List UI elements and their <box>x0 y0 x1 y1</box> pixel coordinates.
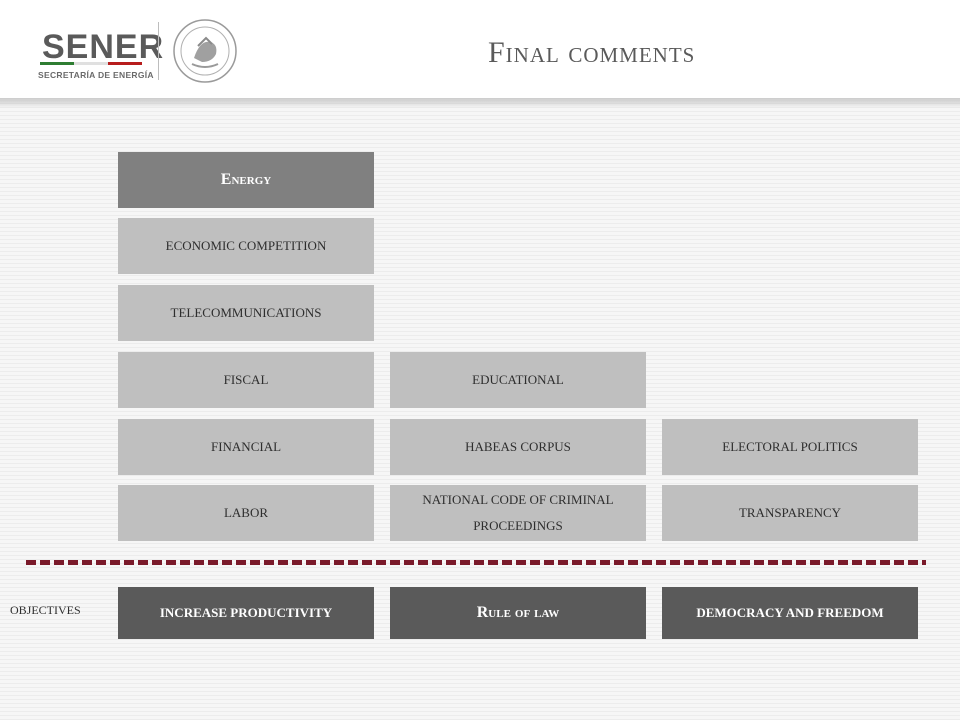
objective-rule-of-law: Rule of law <box>390 587 646 639</box>
box-national-code: NATIONAL CODE OF CRIMINAL PROCEEDINGS <box>390 485 646 541</box>
mexico-seal-icon <box>173 19 237 83</box>
objectives-label: OBJECTIVES <box>10 603 81 617</box>
box-habeas-corpus: HABEAS CORPUS <box>390 419 646 475</box>
objective-increase-productivity: INCREASE PRODUCTIVITY <box>118 587 374 639</box>
box-telecommunications: TELECOMMUNICATIONS <box>118 285 374 341</box>
box-labor: LABOR <box>118 485 374 541</box>
box-financial: FINANCIAL <box>118 419 374 475</box>
box-energy: Energy <box>118 152 374 208</box>
box-transparency: TRANSPARENCY <box>662 485 918 541</box>
logo-subtitle: SECRETARÍA DE ENERGÍA <box>38 70 154 80</box>
box-economic-competition: ECONOMIC COMPETITION <box>118 218 374 274</box>
logo-divider <box>158 22 159 80</box>
page-title: Final comments <box>488 36 696 69</box>
logo-color-bar <box>40 62 142 65</box>
box-educational: EDUCATIONAL <box>390 352 646 408</box>
box-fiscal: FISCAL <box>118 352 374 408</box>
header: SENER SECRETARÍA DE ENERGÍA Final commen… <box>0 0 960 100</box>
dashed-separator <box>26 560 926 565</box>
sener-logo: SENER <box>42 28 165 66</box>
box-electoral-politics: ELECTORAL POLITICS <box>662 419 918 475</box>
header-shadow <box>0 98 960 108</box>
objective-democracy-freedom: DEMOCRACY AND FREEDOM <box>662 587 918 639</box>
